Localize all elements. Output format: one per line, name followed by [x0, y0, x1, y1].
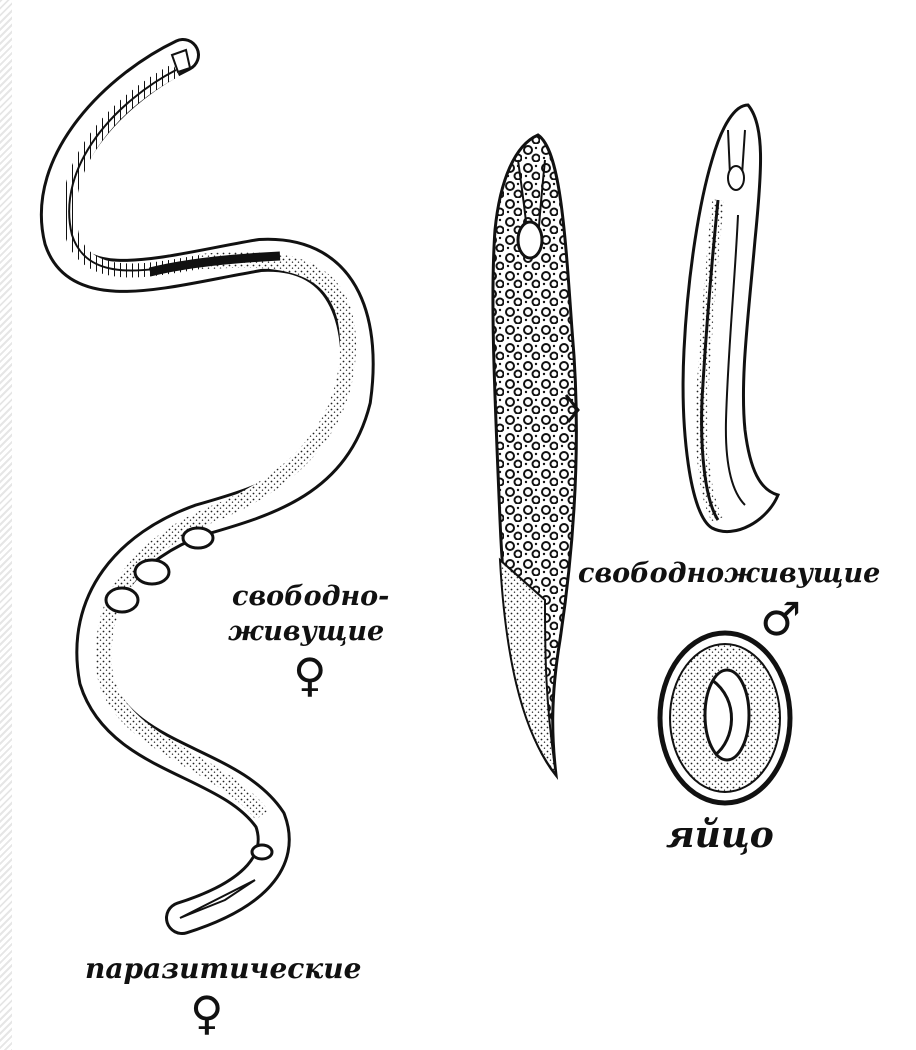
egg-label: яйцо: [666, 817, 774, 853]
female-symbol-free-living: ♀: [293, 652, 327, 698]
parasitic-female-worm: [57, 50, 358, 918]
free-living-female-worm: [493, 135, 578, 775]
male-symbol: ♂: [760, 596, 801, 642]
free-living-male-label: свободноживущие: [578, 560, 880, 587]
female-symbol-parasitic: ♀: [190, 990, 224, 1036]
parasitic-label: паразитические: [85, 955, 361, 983]
free-living-male-worm: [683, 105, 778, 532]
free-living-female-label-line1: свободно-: [232, 583, 389, 610]
free-living-female-label-line2: живущие: [228, 618, 384, 645]
egg-drawing: [660, 633, 790, 803]
